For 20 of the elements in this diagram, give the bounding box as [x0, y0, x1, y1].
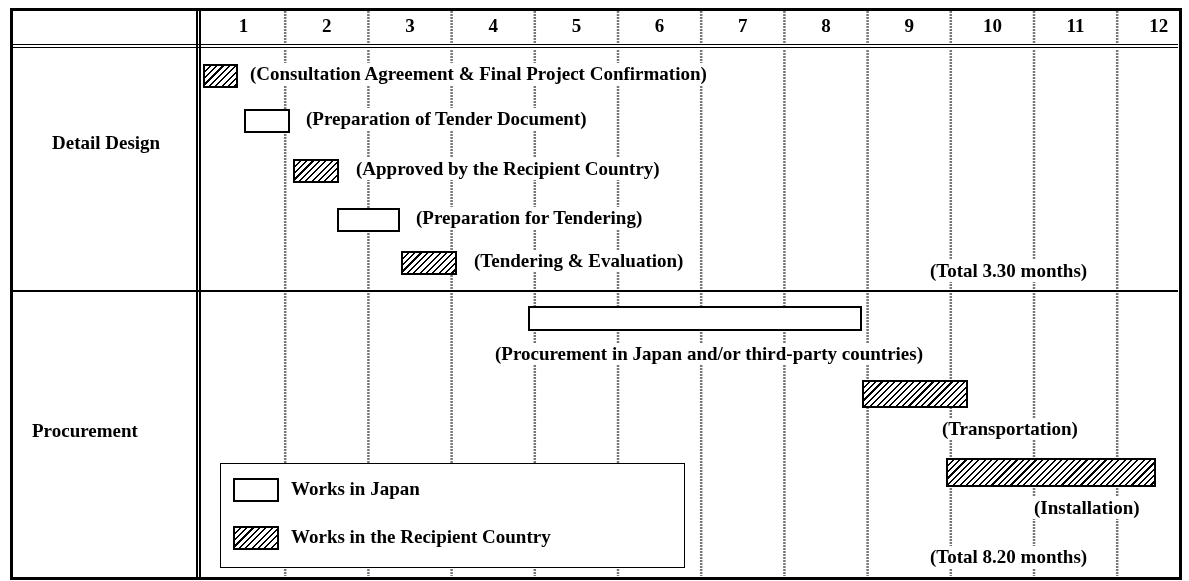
bar-label: (Installation) [1032, 497, 1142, 519]
bar-label: (Approved by the Recipient Country) [354, 158, 662, 180]
bar-label: (Transportation) [940, 418, 1080, 440]
bar-label: (Preparation for Tendering) [414, 207, 645, 229]
task-bar [337, 208, 400, 232]
task-bar [244, 109, 290, 133]
legend-label: Works in Japan [291, 478, 420, 500]
total-note: (Total 8.20 months) [928, 546, 1090, 568]
task-bar [528, 306, 862, 331]
hatched-bar [401, 251, 457, 275]
legend-label: Works in the Recipient Country [291, 526, 551, 548]
bar-label: (Tendering & Evaluation) [472, 250, 686, 272]
hatched-bar [946, 458, 1156, 487]
bar-label: (Consultation Agreement & Final Project Confirmation) [248, 63, 709, 85]
hatched-bar [862, 380, 968, 408]
hatched-bar [293, 159, 339, 183]
hatched-bar [203, 64, 238, 88]
bar-label: (Procurement in Japan and/or third-party countries) [493, 343, 926, 365]
total-note: (Total 3.30 months) [928, 260, 1090, 282]
bar-label: (Preparation of Tender Document) [304, 108, 589, 130]
